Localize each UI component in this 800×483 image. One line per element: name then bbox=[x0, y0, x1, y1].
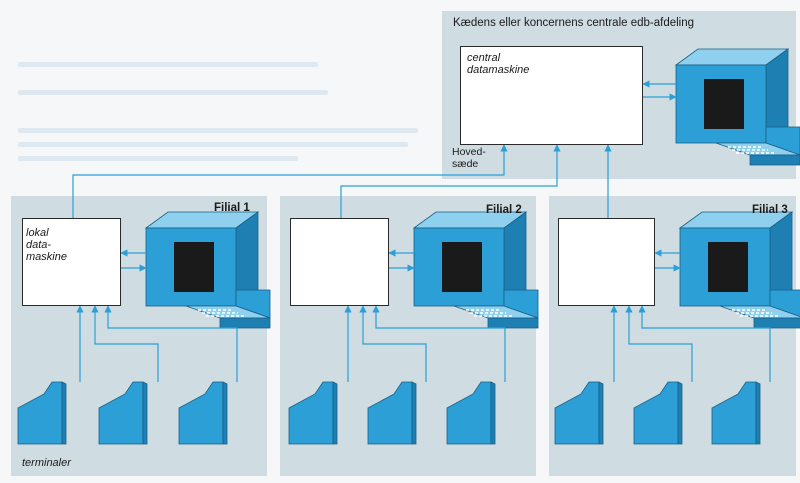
local-computer-label: lokal data- maskine bbox=[26, 227, 67, 263]
central-computer-box bbox=[460, 46, 643, 145]
branch-1-title: Filial 1 bbox=[214, 202, 250, 214]
faint-text-line bbox=[18, 128, 418, 133]
headquarters-title: Kædens eller koncernens centrale edb-afd… bbox=[453, 17, 695, 29]
branch-3-title: Filial 3 bbox=[752, 204, 788, 216]
terminal-icon bbox=[367, 381, 417, 445]
branch-1-workstation-icon bbox=[145, 211, 271, 329]
terminal-icon bbox=[711, 381, 761, 445]
hq-workstation-icon bbox=[675, 48, 800, 166]
terminal-icon bbox=[554, 381, 604, 445]
branch-2-workstation-icon bbox=[413, 211, 539, 329]
branch-3-computer-box bbox=[558, 218, 655, 306]
branch-3-workstation-icon bbox=[679, 211, 800, 329]
terminal-icon bbox=[98, 381, 148, 445]
terminal-icon bbox=[17, 381, 67, 445]
headquarters-label: Hoved- sæde bbox=[452, 146, 486, 170]
branch-2-computer-box bbox=[290, 218, 389, 306]
terminal-icon bbox=[633, 381, 683, 445]
terminals-label: terminaler bbox=[22, 457, 71, 469]
faint-text-line bbox=[18, 90, 328, 95]
branch-2-title: Filial 2 bbox=[486, 204, 522, 216]
terminal-icon bbox=[178, 381, 228, 445]
central-computer-label: central datamaskine bbox=[467, 52, 530, 76]
terminal-icon bbox=[446, 381, 496, 445]
branch-1-computer-box bbox=[22, 218, 121, 306]
faint-text-line bbox=[18, 62, 318, 67]
terminal-icon bbox=[288, 381, 338, 445]
